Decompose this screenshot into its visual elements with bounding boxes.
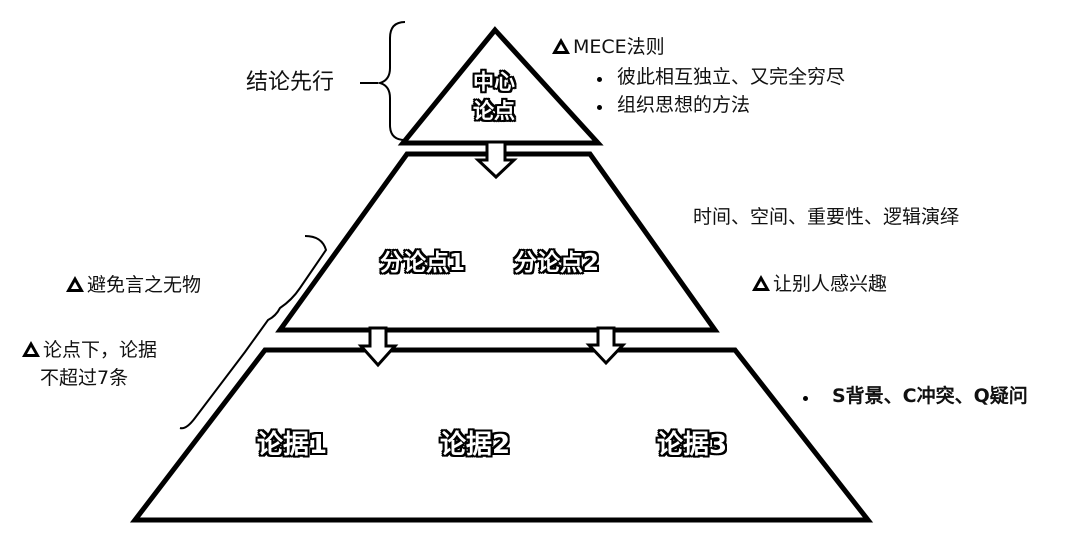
sub-point-1: 分论点1: [380, 250, 466, 276]
pyramid-bottom-tier: [129, 347, 874, 523]
avoid-empty-annotation: 避免言之无物: [66, 276, 201, 295]
sub-point-2: 分论点2: [514, 250, 600, 276]
bullet-icon: [803, 396, 808, 401]
arrow-down-icon: [585, 326, 627, 366]
pyramid-middle-tier: [275, 151, 720, 333]
mece-bullet-1: 彼此相互独立、又完全穷尽: [617, 66, 846, 88]
delta-icon: [66, 276, 84, 292]
brace-avoid-empty: [179, 235, 328, 430]
order-methods-label: 时间、空间、重要性、逻辑演绎: [693, 206, 960, 228]
evidence-3: 论据3: [657, 430, 728, 460]
brace-conclusion: [376, 21, 406, 141]
avoid-empty-label: 避免言之无物: [87, 274, 202, 296]
evidence-2: 论据2: [440, 430, 511, 460]
mece-annotation: MECE法则: [552, 38, 665, 57]
delta-icon: [752, 275, 770, 291]
interest-label: 让别人感兴趣: [773, 273, 888, 295]
mece-bullet-2: 组织思想的方法: [617, 94, 751, 116]
evidence-limit-annotation: 论点下，论据: [22, 341, 157, 360]
delta-icon: [22, 341, 40, 357]
center-point-line1: 中心: [473, 70, 515, 94]
conclusion-first-label: 结论先行: [246, 70, 335, 95]
mece-title: MECE法则: [573, 36, 665, 58]
arrow-down-icon: [474, 140, 518, 180]
interest-annotation: 让别人感兴趣: [752, 275, 887, 294]
bullet-icon: [597, 105, 602, 110]
evidence-limit-line1: 论点下，论据: [43, 339, 158, 361]
bullet-icon: [597, 77, 602, 82]
center-point-line2: 论点: [473, 99, 515, 123]
arrow-down-icon: [357, 326, 399, 368]
evidence-1: 论据1: [257, 430, 328, 460]
delta-icon: [552, 38, 570, 54]
scq-label: S背景、C冲突、Q疑问: [832, 385, 1028, 407]
evidence-limit-line2: 不超过7条: [40, 367, 129, 389]
